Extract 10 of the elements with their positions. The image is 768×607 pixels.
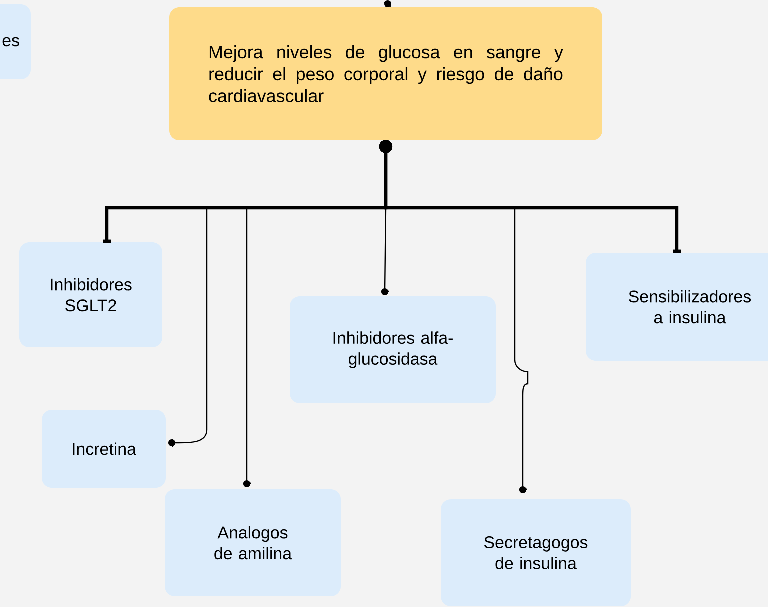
connector [380,140,681,253]
category-box: Secretagogos de insulina [441,500,631,606]
goal-box: Mejora niveles de glucosa en sangre y reducir el peso corporal y riesgo de daño cardiavascular [170,8,602,140]
category-box: Incretina [42,410,166,488]
category-box: es [0,4,31,80]
category-box: Inhibidores SGLT2 [20,242,162,348]
connector [384,0,392,8]
category-box: Sensibilizadores a insulina [586,253,768,361]
category-box: Inhibidores alfa-glucosidasa [290,296,496,404]
category-box: Analogos de amilina [165,490,341,596]
